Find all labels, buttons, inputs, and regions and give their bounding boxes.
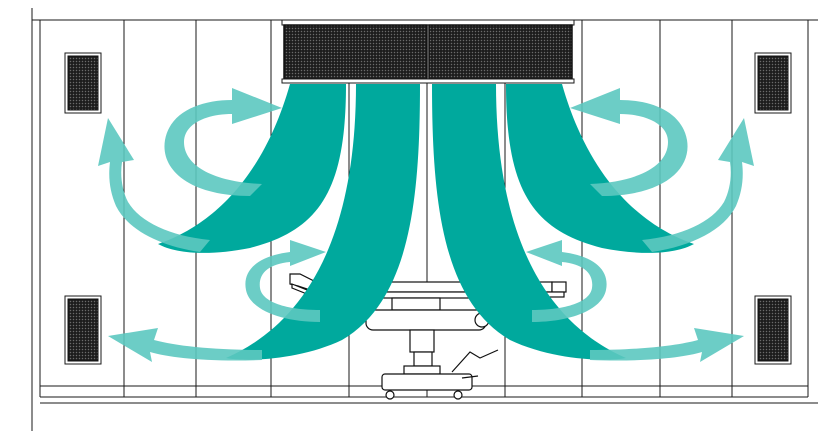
loop-arrow-upper-right xyxy=(570,88,688,196)
loop-arrow-lower-right xyxy=(526,240,607,322)
grille-icon-top-right xyxy=(754,52,792,114)
outer-arrow-upper-right xyxy=(642,118,754,252)
downflow-stream-left-inner xyxy=(226,84,420,360)
main-downflow-streams xyxy=(158,84,694,360)
floor-arrow-lower-right xyxy=(590,328,744,362)
downflow-stream-right-inner xyxy=(432,84,626,360)
downflow-stream-left-outer xyxy=(158,84,346,253)
upper-recirculation-loops xyxy=(98,88,754,252)
ceiling-diffuser xyxy=(281,19,575,84)
loop-arrow-lower-left xyxy=(245,240,326,322)
grille-icon-bottom-right xyxy=(754,295,792,365)
grille-icon-top-left xyxy=(64,52,102,114)
lower-recirculation-loops xyxy=(108,240,744,362)
floor-arrow-lower-left xyxy=(108,328,262,362)
grille-icon-bottom-left xyxy=(64,295,102,365)
downflow-stream-right-outer xyxy=(506,84,694,253)
outer-arrow-upper-left xyxy=(98,118,210,252)
loop-arrow-upper-left xyxy=(164,88,282,196)
